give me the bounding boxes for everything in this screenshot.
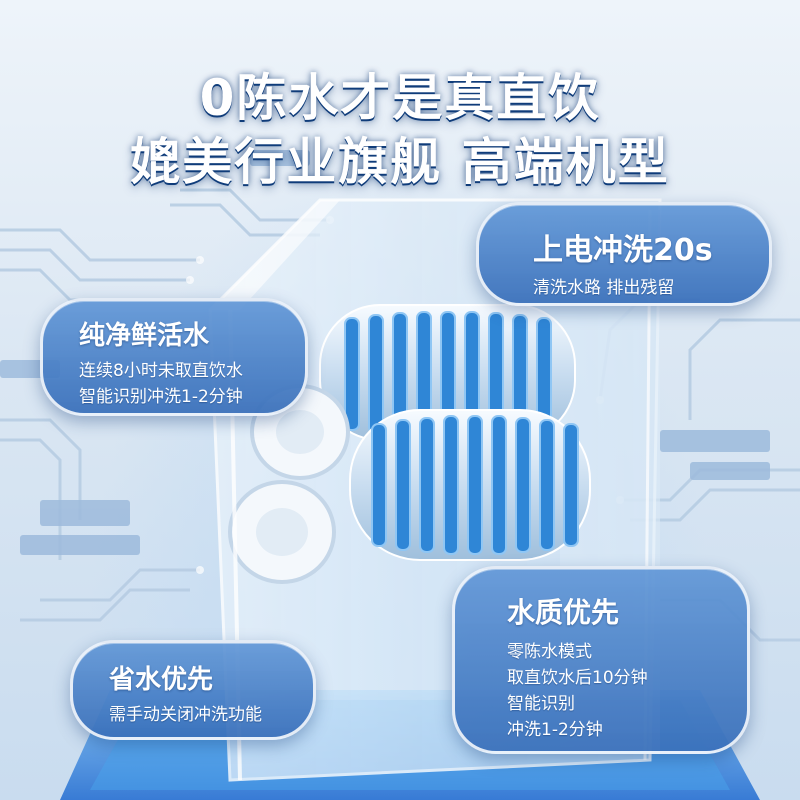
headline-line-1: 0陈水才是真直饮 — [199, 69, 601, 127]
feature-card-water-saving: 省水优先 需手动关闭冲洗功能 — [70, 640, 316, 740]
feature-card-line: 智能识别冲洗1-2分钟 — [79, 387, 243, 407]
feature-card-line: 取直饮水后10分钟 — [507, 668, 648, 688]
feature-card-line: 零陈水模式 — [507, 642, 592, 662]
feature-card-line: 冲洗1-2分钟 — [507, 720, 603, 740]
feature-card-title: 省水优先 — [109, 665, 214, 695]
feature-card-line: 需手动关闭冲洗功能 — [109, 705, 262, 725]
feature-card-quality-first: 水质优先 零陈水模式 取直饮水后10分钟 智能识别 冲洗1-2分钟 — [452, 566, 750, 754]
feature-card-title: 上电冲洗20s — [533, 233, 713, 268]
feature-card-line: 连续8小时未取直饮水 — [79, 361, 243, 381]
feature-card-title: 水质优先 — [507, 596, 620, 629]
feature-card-title: 纯净鲜活水 — [79, 321, 210, 351]
feature-card-line: 智能识别 — [507, 694, 575, 714]
feature-card-fresh-water: 纯净鲜活水 连续8小时未取直饮水 智能识别冲洗1-2分钟 — [40, 298, 308, 416]
feature-card-power-on-flush: 上电冲洗20s 清洗水路 排出残留 — [476, 202, 772, 306]
feature-card-line: 清洗水路 排出残留 — [533, 278, 675, 298]
headline-line-2: 媲美行业旗舰 高端机型 — [130, 133, 670, 191]
